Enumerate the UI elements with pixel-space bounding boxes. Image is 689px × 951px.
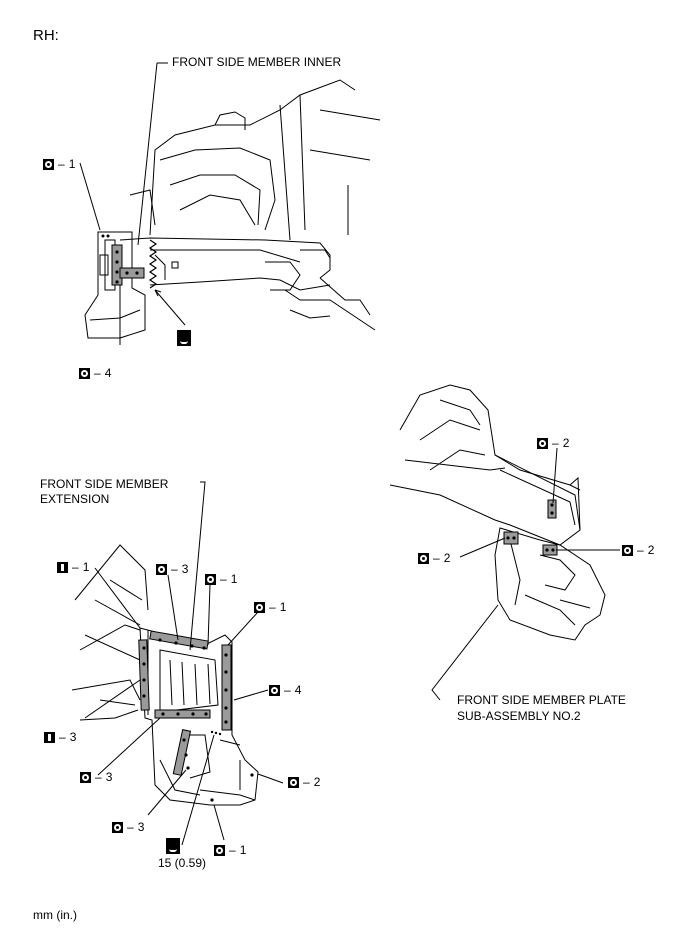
spot-weld-icon (156, 563, 167, 575)
top-assembly-drawing (79, 62, 381, 345)
callout-spot-weld-3: – 3 (112, 820, 144, 834)
label-front-side-member-extension-line2: EXTENSION (40, 492, 110, 506)
spot-weld-icon (80, 771, 91, 783)
callout-spot-weld-4: – 4 (79, 366, 111, 380)
callout-spot-weld-2: – 2 (288, 775, 320, 789)
spot-weld-icon (537, 437, 548, 449)
spot-weld-icon (79, 367, 90, 379)
spot-weld-icon (269, 684, 280, 696)
callout-spot-weld-4: – 4 (269, 683, 301, 697)
label-front-side-member-plate-line2: SUB-ASSEMBLY NO.2 (457, 709, 581, 723)
spot-weld-icon (112, 821, 123, 833)
callout-spot-weld-3: – 3 (80, 770, 112, 784)
plug-weld-icon (44, 731, 55, 743)
callout-spot-weld-1: – 1 (214, 843, 246, 857)
dimension-label: 15 (0.59) (158, 856, 207, 870)
sealer-icon (177, 330, 191, 346)
callout-plug-weld-3: – 3 (44, 730, 76, 744)
callout-spot-weld-2: – 2 (418, 551, 450, 565)
plug-weld-icon (57, 561, 68, 573)
unit-footer: mm (in.) (33, 908, 77, 922)
callout-spot-weld-1: – 1 (205, 572, 237, 586)
spot-weld-icon (205, 573, 216, 585)
spot-weld-icon (622, 544, 633, 556)
label-front-side-member-plate-line1: FRONT SIDE MEMBER PLATE (457, 693, 626, 707)
extension-drawing (71, 481, 284, 846)
spot-weld-icon (254, 601, 265, 613)
callout-spot-weld-1: – 1 (254, 600, 286, 614)
callout-plug-weld-1: – 1 (57, 560, 89, 574)
spot-weld-icon (418, 552, 429, 564)
spot-weld-icon (43, 158, 54, 170)
page-header: RH: (33, 27, 59, 44)
label-front-side-member-inner: FRONT SIDE MEMBER INNER (172, 55, 342, 69)
spot-weld-icon (288, 776, 299, 788)
label-front-side-member-extension-line1: FRONT SIDE MEMBER (40, 477, 169, 491)
plate-drawing (389, 384, 620, 701)
sealer-icon (166, 838, 180, 854)
callout-spot-weld-2: – 2 (622, 543, 654, 557)
spot-weld-icon (214, 844, 225, 856)
callout-spot-weld-1: – 1 (43, 157, 75, 171)
callout-spot-weld-3: – 3 (156, 562, 188, 576)
callout-spot-weld-2: – 2 (537, 436, 569, 450)
